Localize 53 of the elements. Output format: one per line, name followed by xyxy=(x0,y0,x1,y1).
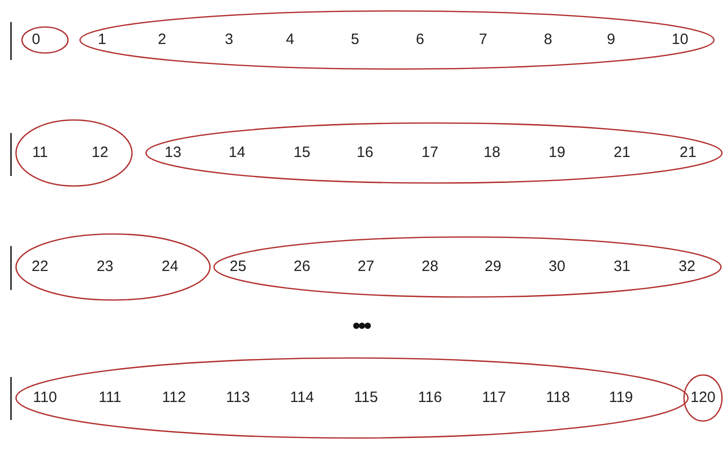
number-label: 110 xyxy=(33,389,57,407)
number-label: 29 xyxy=(484,258,502,276)
number-label: 120 xyxy=(690,389,716,407)
number-label: 31 xyxy=(614,258,630,276)
number-group-ellipse xyxy=(214,237,721,297)
number-label: 27 xyxy=(358,258,374,276)
number-label: 24 xyxy=(162,258,178,276)
number-label: 28 xyxy=(422,258,438,276)
number-group-ellipse xyxy=(22,27,68,53)
number-label: 32 xyxy=(678,258,696,276)
number-label: 21 xyxy=(614,144,630,162)
number-label: 9 xyxy=(606,31,616,49)
number-label: 114 xyxy=(290,389,314,407)
number-label: 10 xyxy=(672,31,688,49)
number-label: 21 xyxy=(680,144,696,162)
ellipsis-label: ••• xyxy=(352,313,370,339)
number-label: 22 xyxy=(32,258,48,276)
number-label: 4 xyxy=(286,31,294,49)
number-label: 118 xyxy=(546,389,570,407)
number-label: 8 xyxy=(544,31,552,49)
number-label: 117 xyxy=(482,389,506,407)
number-label: 18 xyxy=(484,144,500,162)
number-label: 16 xyxy=(356,144,374,162)
number-label: 23 xyxy=(96,258,114,276)
number-label: 0 xyxy=(32,31,40,49)
number-group-ellipse xyxy=(16,358,688,438)
number-label: 11 xyxy=(32,144,48,162)
number-label: 30 xyxy=(548,258,566,276)
number-label: 19 xyxy=(548,144,566,162)
number-label: 3 xyxy=(224,31,234,49)
number-label: 25 xyxy=(230,258,246,276)
number-label: 6 xyxy=(416,31,424,49)
number-label: 1 xyxy=(98,31,106,49)
number-label: 119 xyxy=(609,389,633,407)
number-group-ellipse xyxy=(80,11,714,69)
number-label: 12 xyxy=(92,144,108,162)
number-label: 2 xyxy=(158,31,166,49)
number-group-ellipse xyxy=(684,375,722,421)
number-label: 26 xyxy=(294,258,310,276)
number-label: 17 xyxy=(422,144,438,162)
number-label: 15 xyxy=(294,144,310,162)
number-label: 112 xyxy=(162,389,186,407)
number-group-ellipse xyxy=(16,120,132,186)
number-label: 7 xyxy=(478,31,488,49)
number-group-ellipse xyxy=(146,123,722,183)
number-label: 116 xyxy=(418,389,442,407)
number-label: 5 xyxy=(350,31,360,49)
number-group-ellipse xyxy=(16,234,210,300)
number-label: 13 xyxy=(164,144,182,162)
number-label: 111 xyxy=(98,389,122,407)
number-label: 14 xyxy=(228,144,246,162)
number-label: 115 xyxy=(354,389,378,407)
number-label: 113 xyxy=(226,389,250,407)
